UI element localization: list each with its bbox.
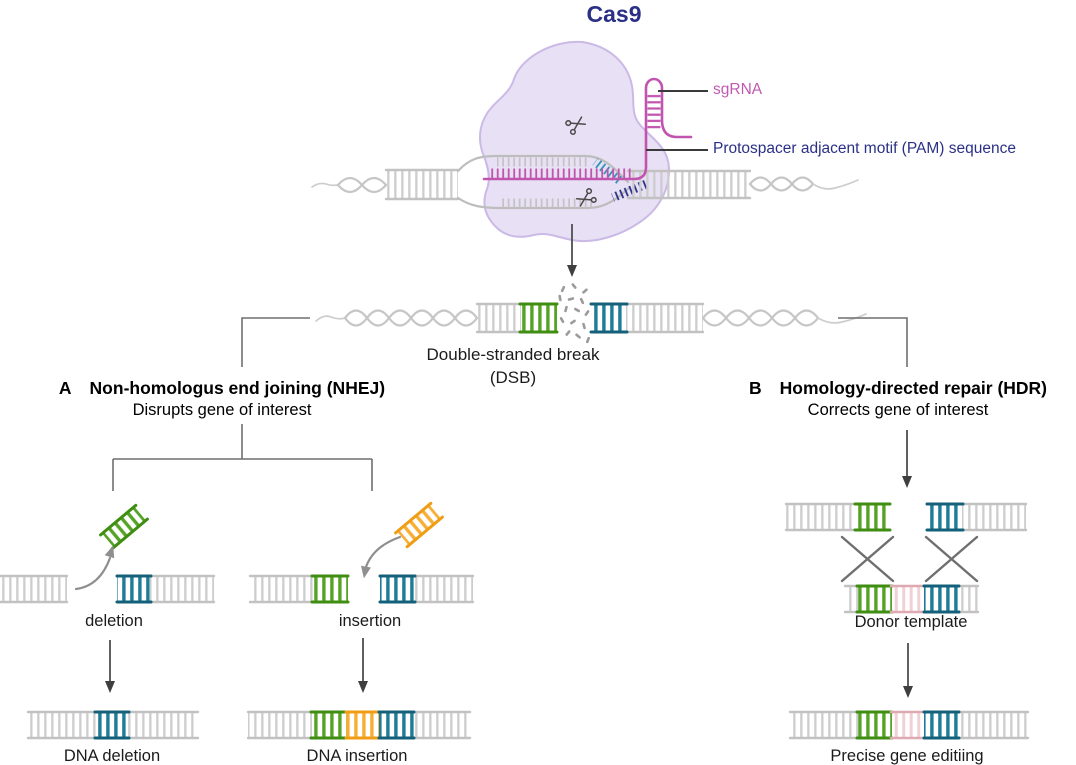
pathway-a-title: Non-homologus end joining (NHEJ)	[89, 378, 386, 398]
pam-label: Protospacer adjacent motif (PAM) sequenc…	[713, 140, 1016, 157]
connector-to-pathway-a	[241, 317, 310, 367]
pathway-a-letter: A	[58, 378, 72, 398]
pathway-a-header: A Non-homologus end joining (NHEJ) Disru…	[26, 378, 418, 420]
recombination-crossovers	[840, 535, 979, 583]
insertion-label: insertion	[338, 612, 402, 630]
pathway-b-title: Homology-directed repair (HDR)	[779, 378, 1048, 398]
dsb-dna-strand	[315, 283, 867, 344]
connector-to-pathway-b	[838, 317, 908, 367]
donor-template-label: Donor template	[854, 613, 968, 631]
pathway-b-subtitle: Corrects gene of interest	[807, 401, 989, 419]
pathway-b-letter: B	[748, 378, 762, 398]
dna-insertion-label: DNA insertion	[306, 747, 408, 765]
eject-arrow	[74, 556, 112, 591]
insertion-diagram	[246, 501, 475, 740]
callout-leader-lines	[646, 90, 708, 151]
hdr-diagram	[784, 430, 1030, 740]
dna-deletion-label: DNA deletion	[63, 747, 161, 765]
dsb-label-line2: (DSB)	[489, 368, 537, 387]
nhej-split-connector	[112, 424, 373, 491]
dsb-label-line1: Double-stranded break	[426, 345, 600, 364]
incoming-orange-fragment	[394, 501, 444, 549]
break-debris	[558, 283, 590, 344]
cas9-title: Cas9	[586, 1, 642, 27]
dna-insertion-result	[246, 710, 472, 740]
sgrna-label: sgRNA	[713, 81, 763, 98]
cas9-protein-blob	[479, 40, 671, 243]
deletion-diagram	[0, 503, 216, 740]
hdr-broken-dna	[784, 502, 1028, 532]
sgrna-hairpin	[482, 77, 693, 181]
insert-arrow	[364, 535, 402, 569]
precise-editing-label: Precise gene editiing	[830, 747, 984, 765]
arrow-cas9-to-dsb	[567, 224, 577, 277]
dna-deletion-result	[26, 710, 200, 740]
precise-editing-result	[788, 710, 1030, 740]
deletion-label: deletion	[85, 612, 143, 630]
ejected-green-fragment	[99, 503, 149, 551]
pathway-a-subtitle: Disrupts gene of interest	[132, 401, 312, 419]
pathway-b-header: B Homology-directed repair (HDR) Correct…	[733, 378, 1063, 420]
donor-template-dna	[843, 584, 980, 614]
dsb-label: Double-stranded break (DSB)	[427, 343, 600, 389]
